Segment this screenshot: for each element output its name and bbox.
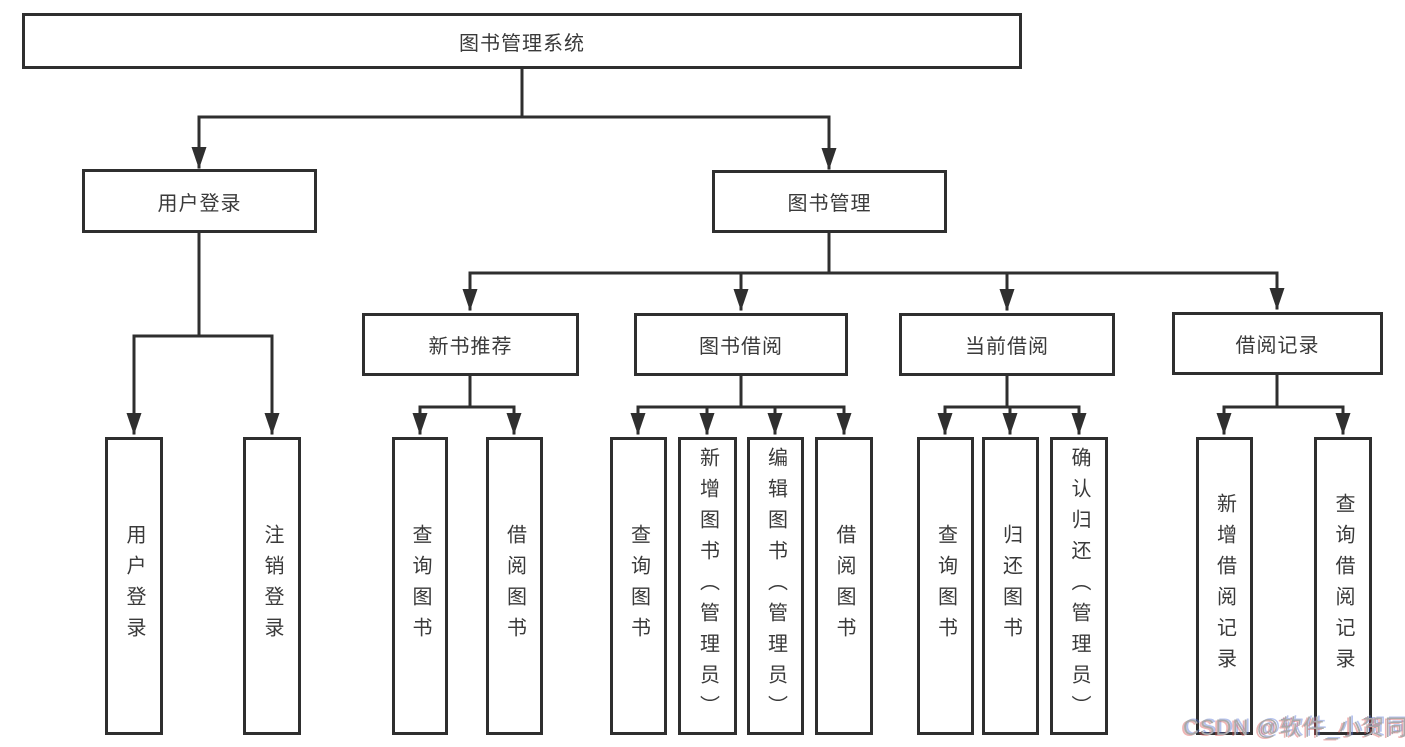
leaf-borrow-books-label: 借阅图书	[833, 524, 855, 648]
leaf-user-login: 用户登录	[105, 437, 163, 735]
leaf-logout-label: 注销登录	[261, 524, 283, 648]
node-new-book-recommend-label: 新书推荐	[428, 336, 513, 358]
leaf-logout: 注销登录	[243, 437, 301, 735]
node-user-login-label: 用户登录	[157, 192, 242, 215]
leaf-return-books: 归还图书	[982, 437, 1039, 735]
node-book-management: 图书管理	[712, 170, 947, 233]
leaf-search-borrow-record: 查询借阅记录	[1314, 437, 1372, 735]
node-current-borrow-label: 当前借阅	[965, 336, 1049, 358]
node-book-borrow: 图书借阅	[634, 313, 848, 376]
leaf-add-borrow-record: 新增借阅记录	[1196, 437, 1253, 735]
leaf-search-books-current-label: 查询图书	[934, 524, 957, 648]
csdn-watermark: CSDN @软件_小贺同学	[1183, 715, 1405, 740]
node-root-label: 图书管理系统	[459, 32, 585, 55]
leaf-search-books-recommend: 查询图书	[392, 437, 448, 735]
node-book-management-label: 图书管理	[787, 193, 872, 215]
leaf-search-books-recommend-label: 查询图书	[409, 524, 431, 648]
leaf-edit-book-admin: 编辑图书（管理员）	[747, 437, 804, 735]
leaf-add-book-admin: 新增图书（管理员）	[678, 437, 737, 735]
leaf-search-books-borrow: 查询图书	[610, 437, 667, 735]
node-book-borrow-label: 图书借阅	[699, 336, 783, 358]
node-borrow-records: 借阅记录	[1172, 312, 1383, 375]
leaf-add-borrow-record-label: 新增借阅记录	[1213, 493, 1236, 679]
leaf-user-login-label: 用户登录	[123, 524, 145, 648]
node-new-book-recommend: 新书推荐	[362, 313, 579, 376]
leaf-borrow-books-recommend-label: 借阅图书	[503, 524, 526, 648]
node-root: 图书管理系统	[22, 13, 1022, 69]
leaf-confirm-return-admin: 确认归还（管理员）	[1050, 437, 1108, 735]
node-borrow-records-label: 借阅记录	[1235, 335, 1320, 357]
node-current-borrow: 当前借阅	[899, 313, 1115, 376]
leaf-confirm-return-admin-label: 确认归还（管理员）	[1068, 446, 1090, 726]
leaf-search-books-current: 查询图书	[917, 437, 974, 735]
leaf-return-books-label: 归还图书	[999, 524, 1022, 648]
leaf-search-books-borrow-label: 查询图书	[627, 524, 650, 648]
leaf-borrow-books: 借阅图书	[815, 437, 873, 735]
leaf-borrow-books-recommend: 借阅图书	[486, 437, 543, 735]
leaf-edit-book-admin-label: 编辑图书（管理员）	[764, 446, 787, 726]
leaf-add-book-admin-label: 新增图书（管理员）	[696, 446, 719, 726]
leaf-search-borrow-record-label: 查询借阅记录	[1332, 493, 1354, 679]
node-user-login: 用户登录	[82, 169, 317, 233]
